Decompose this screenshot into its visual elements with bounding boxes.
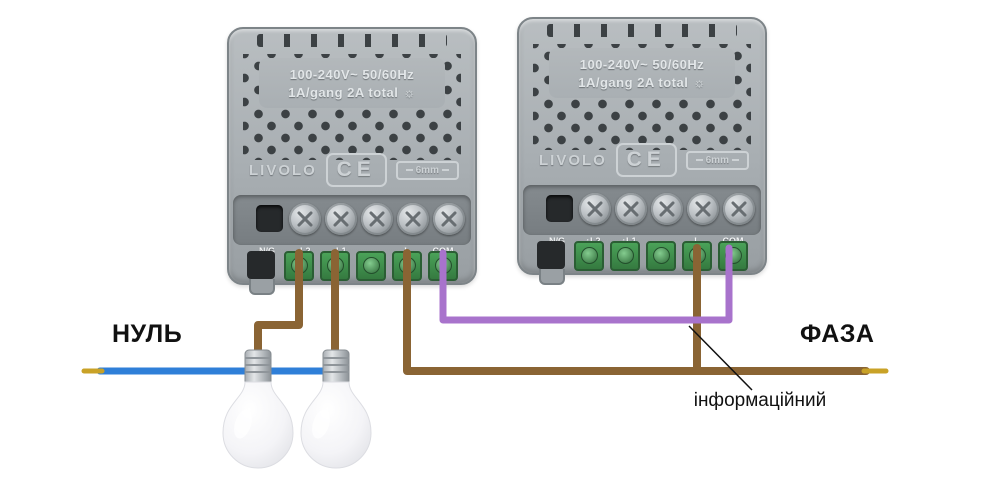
light-bulb <box>300 349 372 469</box>
bulb-highlight <box>234 409 252 439</box>
mounting-foot <box>249 279 275 295</box>
green-terminal <box>610 241 640 271</box>
green-terminal <box>574 241 604 271</box>
phase-label: ФАЗА <box>800 320 875 348</box>
terminal-screw <box>289 203 321 235</box>
terminal-screw <box>433 203 465 235</box>
light-bulb <box>222 349 294 469</box>
brand-logo: LIVOLO <box>249 161 317 179</box>
green-terminal <box>320 251 350 281</box>
gauge-label: 6mm <box>685 150 749 170</box>
brand-row: LIVOLO CE 6mm <box>539 137 749 183</box>
switch-module-left: 100-240V~ 50/60Hz 1A/gang 2A total☼ LIVO… <box>227 27 477 295</box>
bulb-base-ridges <box>245 357 271 373</box>
terminal-screw <box>615 193 647 225</box>
spec-line1: 100-240V~ 50/60Hz <box>289 66 415 82</box>
spec-line1: 100-240V~ 50/60Hz <box>579 56 705 72</box>
sun-icon: ☼ <box>403 84 416 100</box>
terminal-screw <box>651 193 683 225</box>
spec-text-block: 100-240V~ 50/60Hz 1A/gang 2A total☼ <box>259 58 445 108</box>
green-screw <box>652 247 670 264</box>
green-terminal <box>428 251 458 281</box>
null-label: НУЛЬ <box>112 320 183 348</box>
brand-row: LIVOLO CE 6mm <box>249 147 459 193</box>
green-screw <box>580 247 598 264</box>
spec-line2: 1A/gang 2A total <box>288 84 399 100</box>
green-screw <box>616 247 634 264</box>
terminal-screw <box>723 193 755 225</box>
sun-icon: ☼ <box>693 74 706 90</box>
terminal-blocks <box>517 241 767 271</box>
green-terminal <box>284 251 314 281</box>
green-terminal <box>356 251 386 281</box>
spec-line2: 1A/gang 2A total <box>578 74 689 90</box>
gauge-label: 6mm <box>395 160 459 180</box>
gauge-text: 6mm <box>415 164 439 176</box>
spec-line2-row: 1A/gang 2A total☼ <box>578 75 706 90</box>
vent-slots <box>547 24 737 37</box>
brand-logo: LIVOLO <box>539 151 607 169</box>
bulb-glass <box>222 381 294 469</box>
bulb-base-ridges <box>323 357 349 373</box>
spec-text-block: 100-240V~ 50/60Hz 1A/gang 2A total☼ <box>549 48 735 98</box>
terminal-screw <box>397 203 429 235</box>
terminal-hole <box>546 195 573 222</box>
green-terminal <box>646 241 676 271</box>
green-screw <box>434 257 452 274</box>
terminal-screw <box>579 193 611 225</box>
terminal-screw <box>687 193 719 225</box>
terminal-hole <box>256 205 283 232</box>
green-screw <box>362 257 380 274</box>
green-terminal <box>392 251 422 281</box>
green-terminal <box>682 241 712 271</box>
gauge-text: 6mm <box>705 154 729 166</box>
terminal-screw <box>325 203 357 235</box>
mounting-foot <box>539 269 565 285</box>
ce-mark: CE <box>615 143 677 177</box>
bulb-highlight <box>312 409 330 439</box>
terminal-band <box>233 195 471 245</box>
green-terminal <box>718 241 748 271</box>
terminal-band <box>523 185 761 235</box>
green-screw <box>290 257 308 274</box>
terminal-blocks <box>227 251 477 281</box>
green-screw <box>724 247 742 264</box>
green-screw <box>688 247 706 264</box>
info-wire-label: інформаційний <box>693 390 827 411</box>
green-screw <box>398 257 416 274</box>
bulb-glass <box>300 381 372 469</box>
bulb-base <box>322 349 350 387</box>
ce-mark: CE <box>325 153 387 187</box>
bulb-base <box>244 349 272 387</box>
terminal-opening <box>247 251 275 279</box>
terminal-opening <box>537 241 565 269</box>
green-screw <box>326 257 344 274</box>
vent-slots <box>257 34 447 47</box>
terminal-screw <box>361 203 393 235</box>
switch-module-right: 100-240V~ 50/60Hz 1A/gang 2A total☼ LIVO… <box>517 17 767 285</box>
pointer-line <box>688 325 753 391</box>
spec-line2-row: 1A/gang 2A total☼ <box>288 85 416 100</box>
